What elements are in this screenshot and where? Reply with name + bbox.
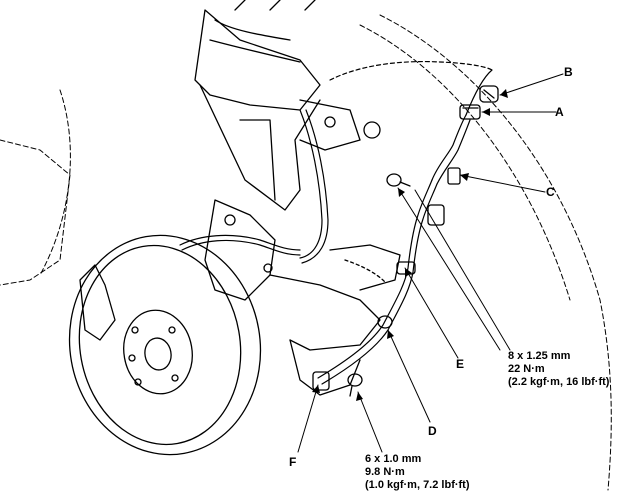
callout-label-a: A (555, 105, 564, 119)
strut-assembly (194, 0, 381, 211)
torque-spec-lower: 6 x 1.0 mm 9.8 N·m (1.0 kgf·m, 7.2 lbf·f… (365, 453, 470, 492)
torque-spec-upper-size: 8 x 1.25 mm (508, 350, 571, 362)
fender-outline (0, 14, 612, 491)
callout-label-e: E (456, 357, 465, 371)
bolt-upper (386, 173, 411, 187)
leader-lines (297, 73, 564, 453)
torque-spec-upper-nm: 22 N·m (508, 363, 545, 375)
brake-hose (179, 109, 329, 264)
torque-spec-upper: 8 x 1.25 mm 22 N·m (2.2 kgf·m, 16 lbf·ft… (508, 350, 609, 389)
callout-label-c: C (546, 185, 555, 199)
brake-disc (68, 234, 262, 456)
clamp-d (377, 315, 393, 329)
bracket-f (312, 371, 330, 391)
wire-connector-b (479, 85, 499, 103)
torque-spec-lower-size: 6 x 1.0 mm (365, 453, 422, 465)
knuckle (204, 199, 401, 396)
torque-spec-lower-alt: (1.0 kgf·m, 7.2 lbf·ft) (365, 479, 470, 491)
wheel-sensor-wire (317, 61, 493, 385)
callout-label-d: D (428, 424, 437, 438)
callout-label-f: F (289, 455, 297, 469)
bolt-lower (347, 373, 363, 397)
callout-label-b: B (564, 65, 573, 79)
wire-connector-a (459, 104, 481, 120)
clamp-c (427, 167, 461, 226)
torque-spec-lower-nm: 9.8 N·m (365, 466, 405, 478)
leader-arrowheads (312, 89, 508, 401)
torque-spec-upper-alt: (2.2 kgf·m, 16 lbf·ft) (508, 376, 610, 388)
